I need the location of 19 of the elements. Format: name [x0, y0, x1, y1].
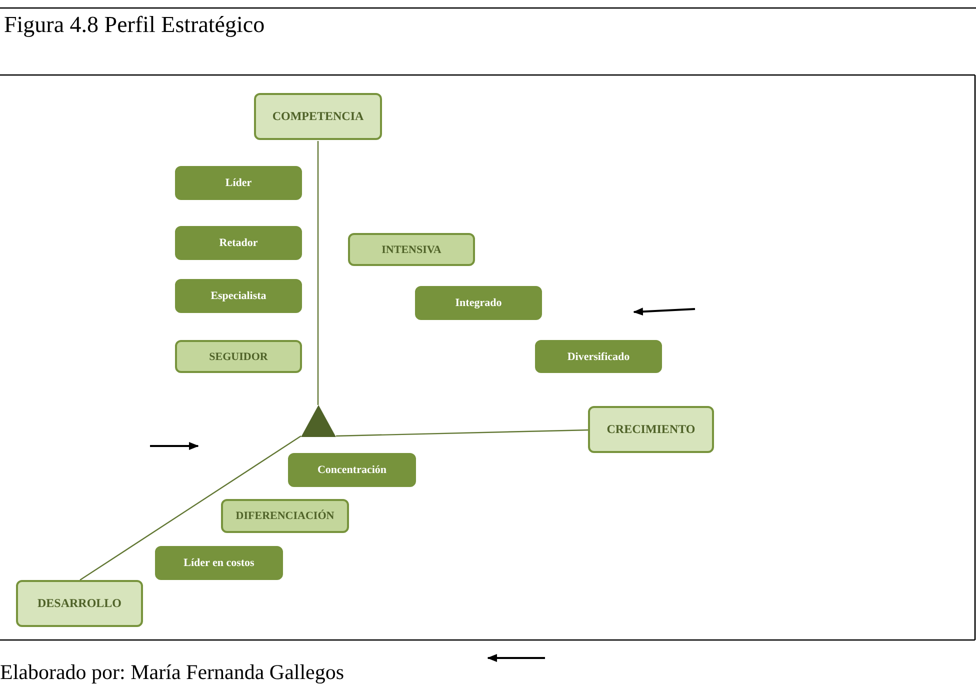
author-caption: Elaborado por: María Fernanda Gallegos	[0, 660, 344, 685]
axis-label-box: DESARROLLO	[16, 580, 143, 627]
axis-line	[317, 141, 319, 405]
strategy-box: INTENSIVA	[348, 233, 475, 266]
strategy-box: DIFERENCIACIÓN	[221, 499, 349, 533]
strategy-box: Líder en costos	[155, 546, 283, 580]
axis-line	[80, 436, 302, 580]
triangle-marker	[301, 405, 336, 437]
axis-label-box: COMPETENCIA	[254, 93, 382, 140]
axis-label-box: CRECIMIENTO	[588, 406, 714, 453]
figure-title: Figura 4.8 Perfil Estratégico	[4, 12, 265, 38]
strategy-box: SEGUIDOR	[175, 340, 302, 373]
strategy-box: Retador	[175, 226, 302, 260]
axis-line	[336, 429, 588, 437]
strategy-box: Especialista	[175, 279, 302, 313]
strategy-box: Líder	[175, 166, 302, 200]
strategy-box: Concentración	[288, 453, 416, 487]
strategy-box: Integrado	[415, 286, 542, 320]
strategy-box: Diversificado	[535, 340, 662, 373]
